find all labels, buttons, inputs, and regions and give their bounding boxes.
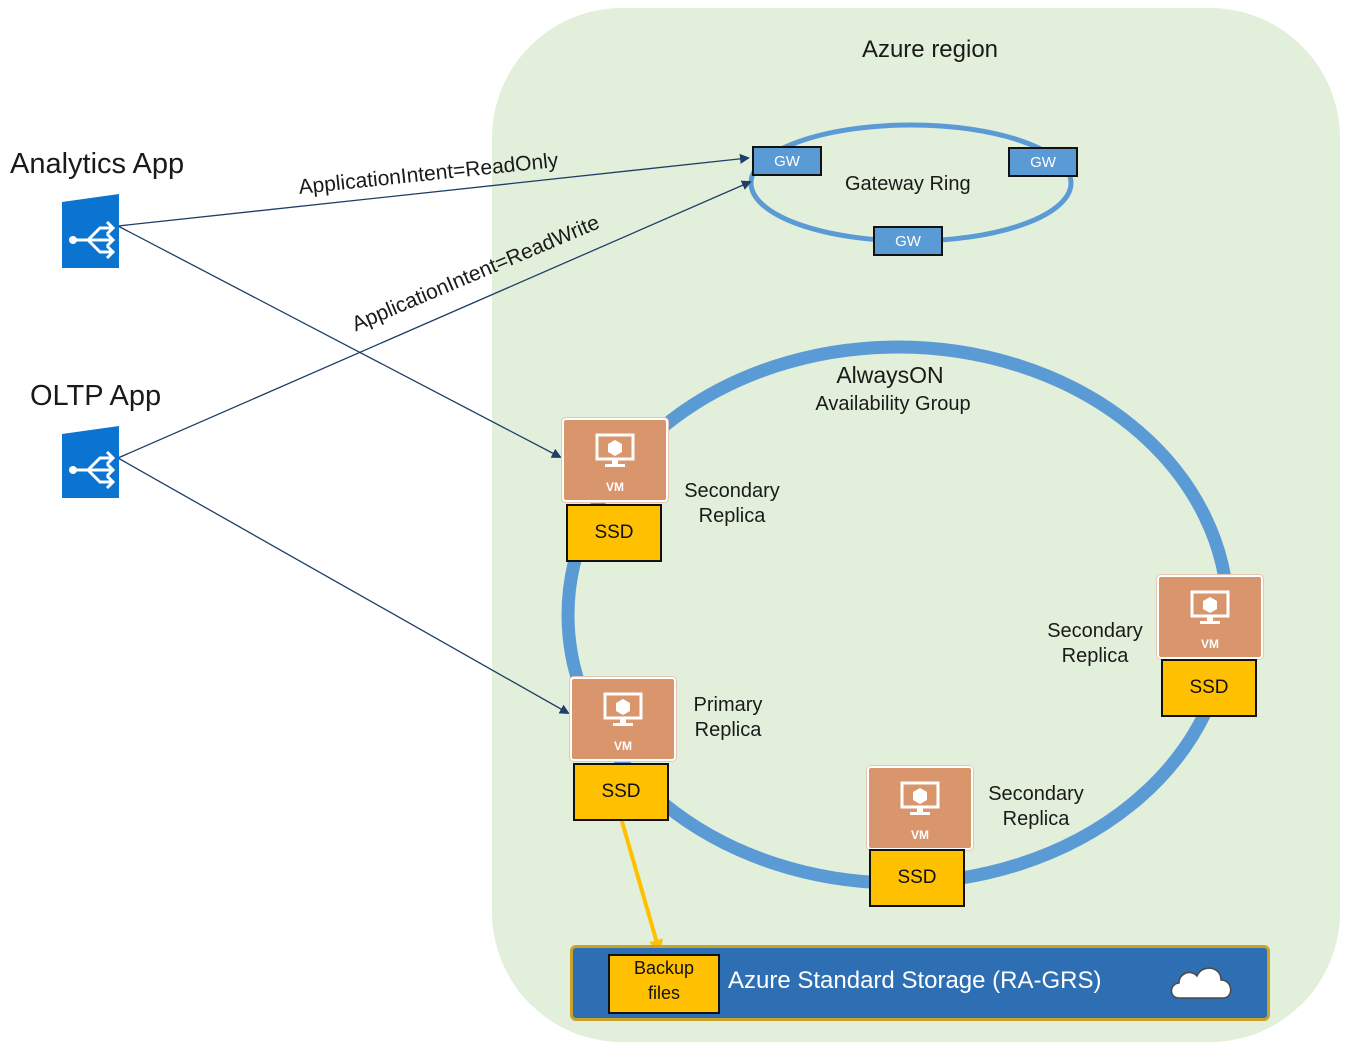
availability-group-title: Availability Group — [815, 393, 971, 415]
connector-oltp-to-primary — [117, 457, 570, 714]
vm-label: VM — [1201, 637, 1219, 651]
alwayson-title: AlwaysON — [836, 362, 944, 388]
replica-role-line1: Primary — [693, 694, 763, 716]
ssd-disk: SSD — [573, 763, 669, 821]
vm-node[interactable]: VM — [1157, 575, 1263, 659]
vm-node[interactable]: VM — [570, 677, 676, 761]
replica-role-line1: Secondary — [988, 783, 1084, 805]
replica-role-line2: Replica — [1061, 645, 1129, 667]
backup-files-line2: files — [647, 983, 680, 1003]
vm-node[interactable]: VM — [562, 418, 668, 502]
connector-analytics-to-secondary — [117, 225, 562, 458]
replica-role-line1: Secondary — [1047, 620, 1143, 642]
ssd-disk: SSD — [566, 504, 662, 562]
replica-role-line2: Replica — [1002, 808, 1070, 830]
monitor-icon — [900, 781, 940, 815]
vm-node[interactable]: VM — [867, 766, 973, 850]
azure-region-area — [492, 8, 1340, 1042]
replica-role-label: Primary Replica — [668, 693, 788, 743]
vm-label: VM — [606, 480, 624, 494]
backup-files-box: Backup files — [608, 954, 720, 1014]
gateway-ring-label: Gateway Ring — [845, 173, 971, 195]
oltp-app-icon[interactable] — [62, 426, 119, 498]
gateway-node[interactable]: GW — [873, 226, 943, 256]
region-title: Azure region — [861, 36, 999, 63]
ssd-disk: SSD — [869, 849, 965, 907]
monitor-icon — [1190, 590, 1230, 624]
connector-analytics-to-gateway — [117, 153, 750, 227]
replica-role-line2: Replica — [698, 505, 766, 527]
vm-label: VM — [614, 739, 632, 753]
analytics-app-title: Analytics App — [10, 148, 185, 180]
replica-role-line2: Replica — [694, 719, 762, 741]
azure-standard-storage[interactable]: Backup files Azure Standard Storage (RA-… — [570, 945, 1270, 1021]
monitor-icon — [603, 692, 643, 726]
vm-label: VM — [911, 828, 929, 842]
replica-role-label: Secondary Replica — [672, 479, 792, 529]
ssd-disk: SSD — [1161, 659, 1257, 717]
oltp-app-title: OLTP App — [30, 380, 162, 412]
cloud-icon — [1170, 967, 1232, 999]
gateway-node[interactable]: GW — [1008, 147, 1078, 177]
backup-arrow — [619, 817, 663, 954]
connector-oltp-to-gateway — [117, 180, 752, 459]
analytics-app-icon[interactable] — [62, 194, 119, 268]
monitor-icon — [595, 433, 635, 467]
replica-role-label: Secondary Replica — [1035, 619, 1155, 669]
backup-files-line1: Backup — [633, 958, 695, 978]
storage-label: Azure Standard Storage (RA-GRS) — [728, 967, 1102, 994]
gateway-node[interactable]: GW — [752, 146, 822, 176]
replica-role-line1: Secondary — [684, 480, 780, 502]
replica-role-label: Secondary Replica — [976, 782, 1096, 832]
